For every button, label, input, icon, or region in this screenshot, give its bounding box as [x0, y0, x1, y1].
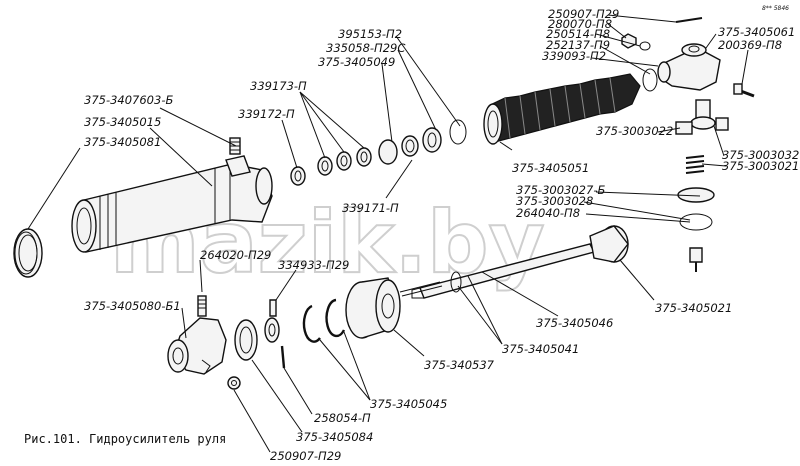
seal-375-3405084	[234, 319, 258, 361]
piston-375-340537	[345, 277, 401, 339]
tie-rod-end-375-3405061	[621, 17, 721, 92]
valve-housing-375-3405080	[167, 295, 227, 375]
figure-caption: Рис.101. Гидроусилитель руля	[24, 432, 226, 446]
label-375-3003028: 375-3003028	[516, 194, 593, 208]
washer-250907	[227, 376, 241, 390]
bellows-375-3405051	[483, 73, 641, 145]
piston-rod-375-3405046	[399, 225, 629, 299]
label-339173-p: 339173-П	[250, 79, 307, 93]
label-375-3405080-b1: 375-3405080-Б1	[84, 299, 181, 313]
label-375-3405041: 375-3405041	[502, 342, 579, 356]
label-375-3405051: 375-3405051	[512, 161, 589, 175]
label-375-3405084: 375-3405084	[296, 430, 373, 444]
ball-pin-assembly	[675, 99, 729, 272]
label-200369-p8: 200369-П8	[718, 38, 782, 52]
parts-group	[13, 17, 755, 390]
label-375-3405015: 375-3405015	[84, 115, 161, 129]
bushing-375-3405049	[378, 119, 467, 165]
label-339093-p2: 339093-П2	[542, 49, 606, 63]
label-375-3407603-b: 375-3407603-Б	[84, 93, 173, 107]
label-335058-p29c: 335058-П29С	[326, 41, 405, 55]
ring-375-3405081	[13, 228, 43, 278]
label-375-3003027-b: 375-3003027-Б	[516, 183, 605, 197]
label-250514-p8: 250514-П8	[546, 27, 610, 41]
leader-lines	[27, 14, 749, 453]
label-375-3405046: 375-3405046	[536, 316, 613, 330]
label-339172-p: 339172-П	[238, 107, 295, 121]
label-375-3405061: 375-3405061	[718, 25, 795, 39]
label-375-340537: 375-340537	[424, 358, 495, 372]
label-375-3405081: 375-3405081	[84, 135, 161, 149]
label-334933-p29: 334933-П29	[278, 258, 349, 272]
label-280070-p8: 280070-П8	[548, 17, 612, 31]
label-252137-p9: 252137-П9	[546, 38, 610, 52]
label-375-3405021: 375-3405021	[655, 301, 732, 315]
label-375-3405049: 375-3405049	[318, 55, 395, 69]
label-258054-p: 258054-П	[314, 411, 371, 425]
label-339171-p: 339171-П	[342, 201, 399, 215]
label-264040-p8: 264040-П8	[516, 206, 580, 220]
small-rings	[290, 147, 372, 186]
part-labels: 250907-П29 280070-П8 250514-П8 252137-П9…	[84, 7, 800, 463]
nut-334933	[264, 299, 280, 343]
label-395153-p2: 395153-П2	[338, 27, 402, 41]
corner-note: 8** 5846	[762, 5, 789, 12]
spring-375-3003021	[685, 155, 705, 174]
label-375-3003021-b: 375-3003021-Б	[722, 159, 800, 173]
label-375-3003032: 375-3003032	[722, 148, 799, 162]
bolt-200369	[733, 83, 755, 98]
label-264020-p29: 264020-П29	[200, 248, 271, 262]
label-250907-p29-top: 250907-П29	[548, 7, 619, 21]
label-250907-p29-bottom: 250907-П29	[270, 449, 341, 463]
pin-258054	[280, 345, 286, 369]
cylinder-375-3405015	[71, 155, 273, 253]
label-375-3405045: 375-3405045	[370, 397, 447, 411]
label-375-3003022: 375-3003022	[596, 124, 673, 138]
retaining-rings-375-3405045	[302, 298, 346, 343]
